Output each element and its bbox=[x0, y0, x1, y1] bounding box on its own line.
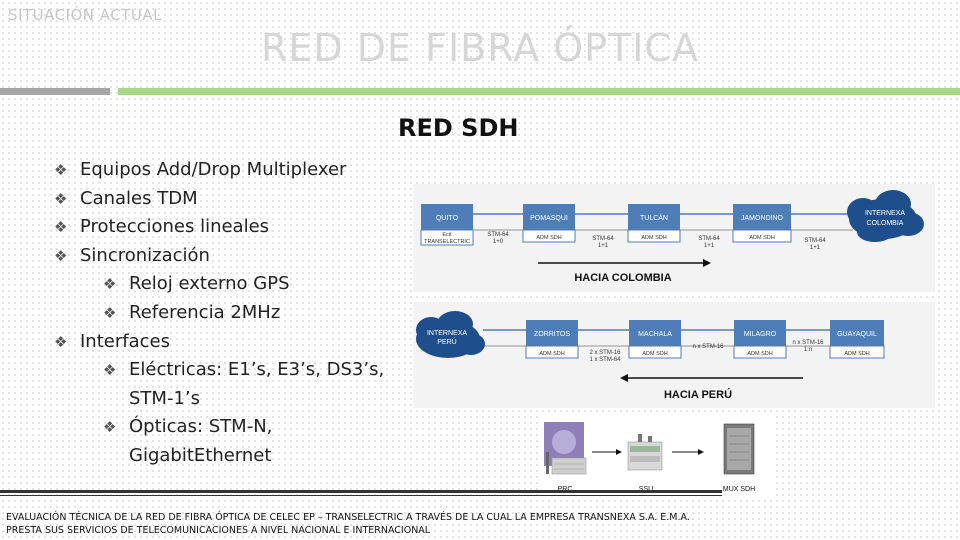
svg-text:n x STM-16: n x STM-16 bbox=[692, 344, 724, 350]
svg-text:TULCÁN: TULCÁN bbox=[640, 213, 668, 222]
svg-text:INTERNEXA: INTERNEXA bbox=[865, 210, 905, 217]
svg-text:MACHALA: MACHALA bbox=[638, 331, 672, 338]
bullet-subitem: ❖Referencia 2MHz bbox=[103, 299, 384, 328]
ssu-device-icon bbox=[627, 434, 663, 471]
bullet-subitem: ❖Ópticas: STM-N,GigabitEthernet bbox=[103, 413, 384, 470]
title-divider-gray bbox=[0, 88, 110, 95]
slide-title: RED DE FIBRA ÓPTICA bbox=[261, 26, 699, 70]
prc-device-icon bbox=[544, 422, 587, 475]
svg-text:1+1: 1+1 bbox=[598, 243, 609, 249]
svg-text:SSU: SSU bbox=[639, 486, 653, 493]
svg-text:TRANSELECTRIC: TRANSELECTRIC bbox=[424, 239, 470, 245]
svg-text:1:n: 1:n bbox=[804, 347, 812, 353]
svg-text:ADM SDH: ADM SDH bbox=[749, 235, 774, 241]
svg-text:ADM SDH: ADM SDH bbox=[536, 235, 561, 241]
diamond-bullet-icon: ❖ bbox=[103, 275, 117, 294]
footer-rule bbox=[0, 490, 722, 493]
footer-rule-thin bbox=[0, 495, 722, 496]
node-pomasqui: POMASQUI ADM SDH bbox=[522, 204, 576, 243]
svg-text:MUX SDH: MUX SDH bbox=[723, 486, 755, 493]
svg-text:ADM SDH: ADM SDH bbox=[539, 351, 564, 357]
svg-text:1+0: 1+0 bbox=[493, 239, 504, 245]
svg-text:HACIA COLOMBIA: HACIA COLOMBIA bbox=[574, 272, 671, 284]
sdh-diagram-colombia: QUITO Ecit TRANSELECTRIC POMASQUI ADM SD… bbox=[413, 184, 935, 292]
diamond-bullet-icon: ❖ bbox=[54, 218, 68, 237]
diamond-bullet-icon: ❖ bbox=[54, 189, 68, 208]
section-label: SITUACIÓN ACTUAL bbox=[8, 6, 163, 24]
svg-text:ADM SDH: ADM SDH bbox=[844, 351, 869, 357]
sdh-diagram-peru: INTERNEXA PERÚ ZORRITOS ADM SDH MACHALA … bbox=[413, 302, 935, 408]
node-machala: MACHALA ADM SDH bbox=[628, 320, 682, 359]
bullet-subitem: ❖Eléctricas: E1’s, E3’s, DS3’s,STM-1’s bbox=[103, 356, 384, 413]
svg-text:STM-64: STM-64 bbox=[804, 238, 826, 244]
svg-text:2 x STM-16: 2 x STM-16 bbox=[589, 350, 621, 356]
svg-text:ADM SDH: ADM SDH bbox=[641, 235, 666, 241]
svg-text:ZORRITOS: ZORRITOS bbox=[534, 331, 570, 338]
diamond-bullet-icon: ❖ bbox=[54, 246, 68, 265]
svg-text:GUAYAQUIL: GUAYAQUIL bbox=[837, 331, 877, 338]
footer-line-1: EVALUACIÓN TÉCNICA DE LA RED DE FIBRA ÓP… bbox=[6, 512, 690, 523]
diamond-bullet-icon: ❖ bbox=[54, 332, 68, 351]
slide-subtitle: RED SDH bbox=[398, 114, 519, 142]
svg-text:POMASQUI: POMASQUI bbox=[530, 215, 568, 222]
svg-text:INTERNEXA: INTERNEXA bbox=[427, 330, 467, 337]
svg-text:ADM SDH: ADM SDH bbox=[642, 351, 667, 357]
node-zorritos: ZORRITOS ADM SDH bbox=[525, 320, 579, 359]
svg-text:1+1: 1+1 bbox=[704, 243, 715, 249]
bullet-item: ❖Canales TDM bbox=[54, 185, 384, 214]
node-quito: QUITO Ecit TRANSELECTRIC bbox=[420, 204, 474, 246]
node-tulcan: TULCÁN ADM SDH bbox=[627, 204, 681, 243]
svg-text:QUITO: QUITO bbox=[436, 215, 459, 222]
diamond-bullet-icon: ❖ bbox=[103, 361, 117, 380]
svg-text:COLOMBIA: COLOMBIA bbox=[867, 220, 904, 227]
cloud-internexa-peru: INTERNEXA PERÚ bbox=[416, 311, 485, 358]
mux-sdh-device-icon bbox=[723, 423, 755, 475]
svg-text:HACIA PERÚ: HACIA PERÚ bbox=[664, 388, 732, 401]
bullet-list: ❖Equipos Add/Drop Multiplexer ❖Canales T… bbox=[54, 156, 384, 471]
svg-text:PRC: PRC bbox=[558, 486, 573, 493]
bullet-item: ❖Sincronización bbox=[54, 242, 384, 271]
diamond-bullet-icon: ❖ bbox=[54, 161, 68, 179]
bullet-item: ❖Protecciones lineales bbox=[54, 213, 384, 242]
svg-text:STM-64: STM-64 bbox=[592, 236, 614, 242]
svg-text:JAMONDINO: JAMONDINO bbox=[741, 215, 784, 222]
diamond-bullet-icon: ❖ bbox=[103, 303, 117, 322]
bullet-subitem: ❖Reloj externo GPS bbox=[103, 270, 384, 299]
node-guayaquil: GUAYAQUIL ADM SDH bbox=[829, 320, 885, 359]
title-divider-green bbox=[118, 88, 960, 95]
svg-text:PERÚ: PERÚ bbox=[437, 337, 456, 346]
svg-text:1 x STM-64: 1 x STM-64 bbox=[589, 357, 621, 363]
svg-text:MILAGRO: MILAGRO bbox=[744, 331, 777, 338]
bullet-item: ❖Interfaces bbox=[54, 328, 384, 357]
svg-text:STM-64: STM-64 bbox=[487, 232, 509, 238]
diamond-bullet-icon: ❖ bbox=[103, 418, 117, 437]
sync-chain-diagram: PRC SSU MUX SDH bbox=[538, 412, 774, 498]
bullet-item: ❖Equipos Add/Drop Multiplexer bbox=[54, 156, 384, 185]
svg-text:1+1: 1+1 bbox=[810, 245, 821, 251]
svg-text:n x STM-16: n x STM-16 bbox=[792, 340, 824, 346]
svg-text:Ecit: Ecit bbox=[442, 232, 452, 238]
node-jamondino: JAMONDINO ADM SDH bbox=[732, 204, 792, 243]
svg-text:ADM SDH: ADM SDH bbox=[747, 351, 772, 357]
node-milagro: MILAGRO ADM SDH bbox=[733, 320, 787, 359]
footer-line-2: PRESTA SUS SERVICIOS DE TELECOMUNICACION… bbox=[6, 525, 431, 536]
footer-note: EVALUACIÓN TÉCNICA DE LA RED DE FIBRA ÓP… bbox=[6, 511, 766, 537]
cloud-internexa-colombia: INTERNEXA COLOMBIA bbox=[847, 190, 924, 242]
svg-text:STM-64: STM-64 bbox=[698, 236, 720, 242]
